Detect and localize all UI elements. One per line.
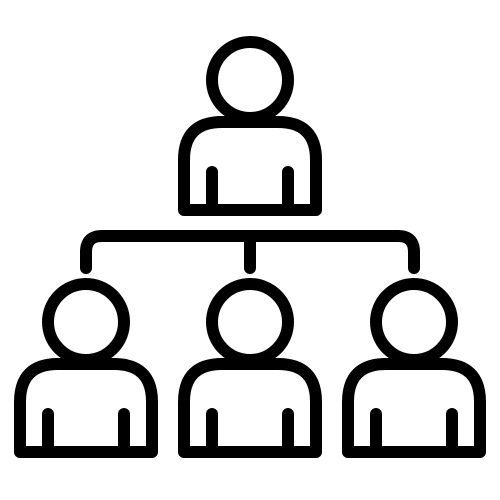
member-center-body [178, 358, 322, 458]
leader-body [178, 116, 322, 216]
member-left-body [14, 358, 158, 458]
leader-head [206, 36, 294, 124]
member-center-head [206, 278, 294, 366]
member-person-center-icon [178, 278, 322, 458]
member-person-right-icon [342, 278, 486, 458]
member-right-head [370, 278, 458, 366]
member-right-body [342, 358, 486, 458]
leader-person-icon [178, 36, 322, 216]
member-person-left-icon [14, 278, 158, 458]
member-left-head [42, 278, 130, 366]
hierarchy-connector [80, 230, 420, 274]
